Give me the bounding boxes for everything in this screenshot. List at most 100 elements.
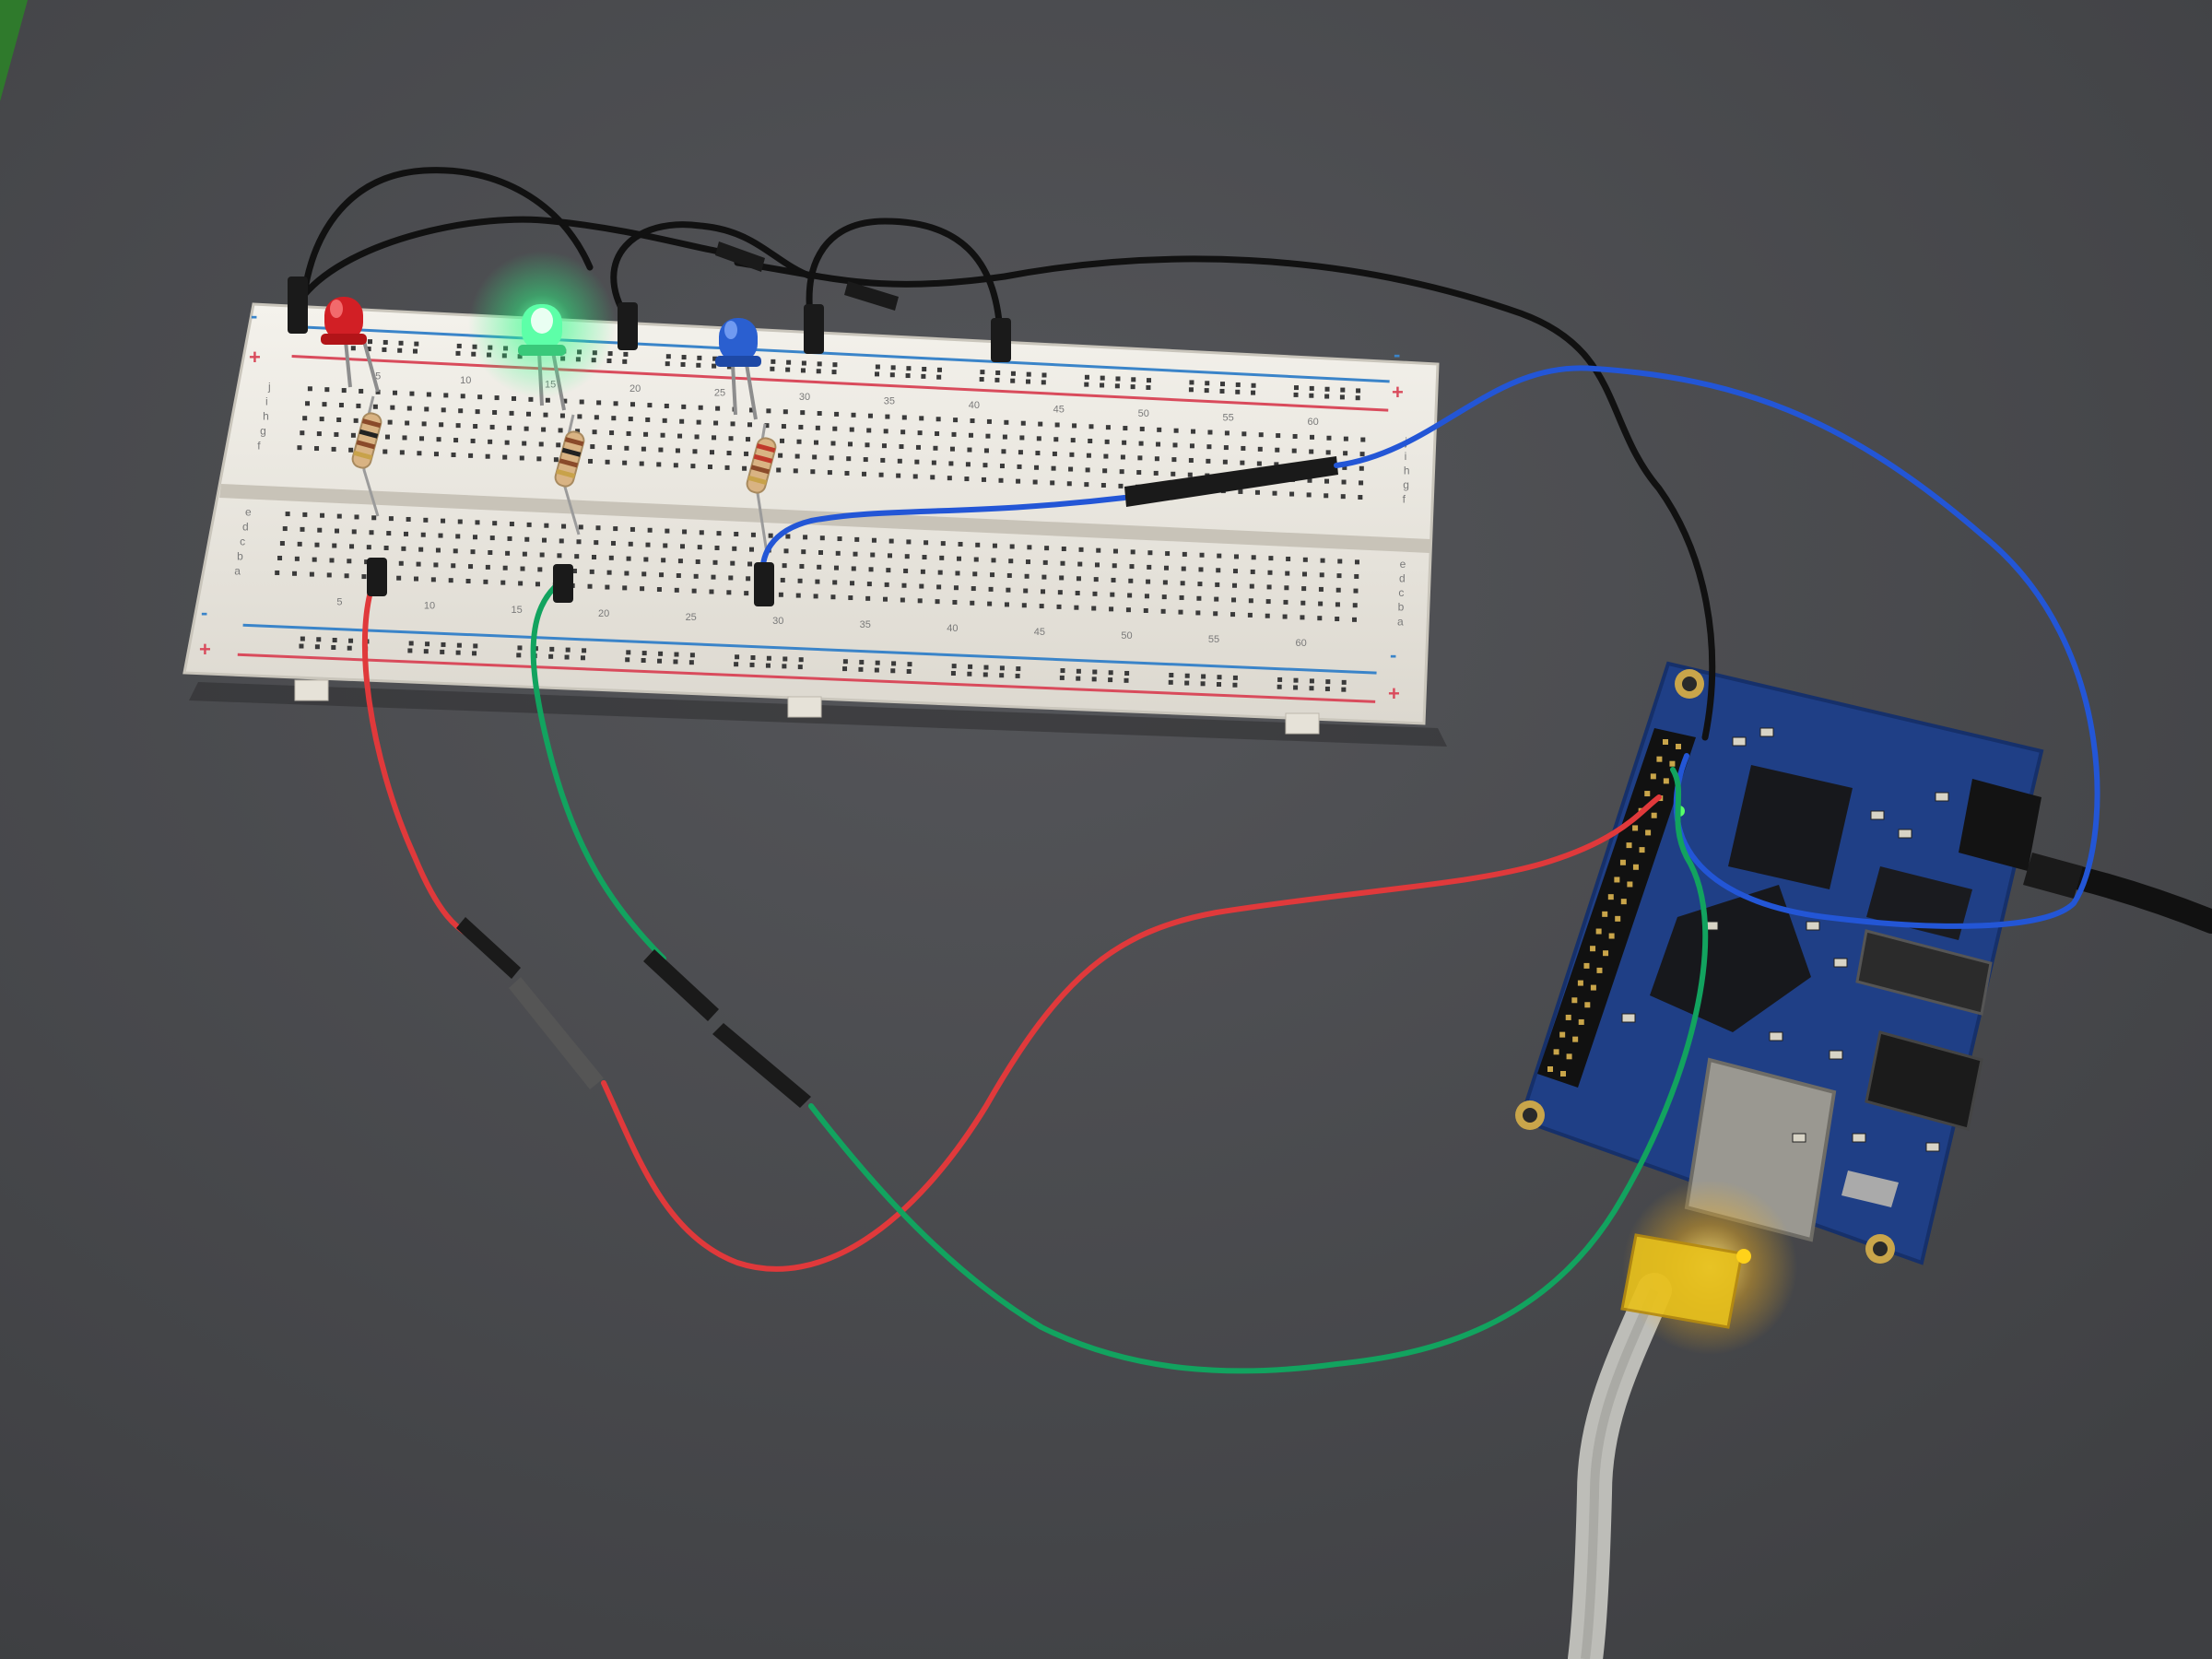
breadboard-hole [815,579,820,584]
smd-component [1898,829,1912,839]
breadboard-hole [1359,465,1364,471]
breadboard-hole [1283,599,1288,605]
resistor-band [756,443,776,453]
row-letter: a [234,564,241,577]
rail-hole [1114,383,1120,389]
column-number: 10 [424,601,435,612]
jumper-pin [553,564,573,603]
breadboard-hole [443,393,449,398]
gpio-pin [1590,946,1596,952]
breadboard-hole [1039,604,1044,609]
rail-hole [1147,378,1152,383]
breadboard-hole [1258,432,1264,438]
row-letter: d [242,520,249,533]
breadboard-hole [336,513,342,519]
resistor-band [561,447,582,457]
gpio-pin [1572,1036,1579,1042]
breadboard-hole [1216,568,1221,573]
blue-wire [759,495,1127,593]
breadboard-hole [438,533,443,538]
breadboard-hole [302,416,308,421]
breadboard-hole [338,403,344,408]
table-corner-green [0,0,28,101]
breadboard-hole [1354,573,1359,579]
breadboard-hole [1247,612,1253,618]
breadboard-hole [797,578,803,583]
resistor-band [359,429,379,439]
rail-hole [1060,668,1065,674]
jumper-pin [804,304,824,354]
breadboard-hole [965,462,971,467]
breadboard-hole [605,584,610,590]
rail-hole [425,641,430,647]
breadboard-hole [1360,437,1366,442]
rail-hole [1355,395,1360,401]
rail-hole [995,370,1001,375]
row-letter: h [263,410,269,423]
column-number: 20 [629,383,641,394]
breadboard-hole [485,453,490,459]
breadboard-hole [798,424,804,429]
breadboard-hole [1335,602,1340,607]
rail-hole [657,658,663,664]
gpio-pin [1669,760,1676,767]
breadboard-hole [398,560,404,566]
breadboard-hole [1051,465,1056,471]
breadboard-hole [947,476,952,481]
breadboard-hole [1036,436,1041,441]
breadboard-hole [1147,550,1153,556]
breadboard-hole [744,591,749,596]
breadboard-hole [1137,455,1143,461]
breadboard-hole [1266,584,1272,590]
breadboard-hole [1143,607,1148,613]
rail-hole [1184,680,1190,686]
column-number: 15 [511,605,522,616]
breadboard-hole [294,556,300,561]
breadboard-hole [1111,577,1116,582]
rail-hole [816,369,821,374]
rail-hole [1010,378,1016,383]
breadboard-hole [1171,457,1177,463]
breadboard-hole [956,556,961,561]
led-leg [731,363,737,416]
blue-wire [1334,365,2100,929]
rail-hole [980,370,985,375]
breadboard-hole [819,535,825,541]
rail-hole [1293,677,1299,683]
breadboard-hole [1112,563,1117,569]
gpio-pin [1650,773,1656,780]
breadboard-hole [796,439,802,444]
breadboard-hole [868,567,874,572]
row-letter: g [1403,478,1409,491]
breadboard-hole [1001,449,1006,454]
rail-hole [1341,679,1347,685]
pcb-components [1621,727,1949,1152]
breadboard-hole [1165,551,1171,557]
breadboard-tab [787,696,822,718]
breadboard-hole [697,545,702,550]
breadboard-hole [1088,438,1093,443]
resistor-band [750,465,771,475]
rail-hole [749,662,755,667]
breadboard-hole [983,448,989,453]
rail-hole [875,364,880,370]
led-blue [715,318,761,367]
rail-hole [347,645,352,651]
rail-hole [565,647,571,653]
breadboard-hole [553,457,559,463]
row-letter: b [237,549,243,562]
breadboard-hole [1230,612,1236,618]
rail-hole [300,636,305,641]
breadboard-hole [1042,559,1048,565]
breadboard-hole [536,456,542,462]
breadboard-hole [981,477,986,482]
breadboard-hole [746,437,751,442]
column-number: 30 [772,616,783,627]
gpio-pin [1578,1018,1584,1025]
breadboard-hole [900,597,905,603]
rail-hole [800,368,806,373]
breadboard-hole [1129,564,1135,570]
red-jumper-shrink [509,977,604,1089]
